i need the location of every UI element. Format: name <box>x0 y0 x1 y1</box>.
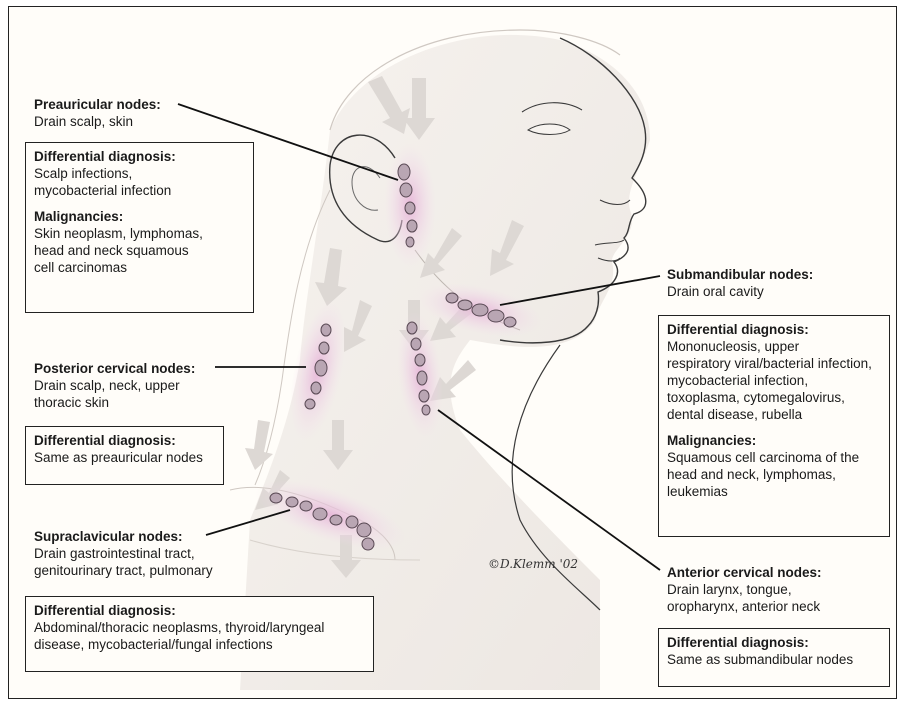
preauricular-malignancies-text: Skin neoplasm, lymphomas, head and neck … <box>34 225 245 276</box>
anterior-cervical-dd-text: Same as submandibular nodes <box>667 651 881 668</box>
anterior-cervical-dd-title: Differential diagnosis: <box>667 634 881 651</box>
posterior-cervical-dd-text: Same as preauricular nodes <box>34 449 215 466</box>
submandibular-title: Submandibular nodes: <box>667 266 813 283</box>
anterior-cervical-label: Anterior cervical nodes: Drain larynx, t… <box>667 564 822 615</box>
preauricular-drain: Drain scalp, skin <box>34 113 161 130</box>
preauricular-malignancies-title: Malignancies: <box>34 208 245 225</box>
posterior-cervical-dd-title: Differential diagnosis: <box>34 432 215 449</box>
submandibular-label: Submandibular nodes: Drain oral cavity <box>667 266 813 300</box>
posterior-cervical-drain: Drain scalp, neck, upper thoracic skin <box>34 377 195 411</box>
artist-signature: ©D.Klemm '02 <box>488 557 578 571</box>
anterior-cervical-title: Anterior cervical nodes: <box>667 564 822 581</box>
supraclavicular-drain: Drain gastrointestinal tract, genitourin… <box>34 545 213 579</box>
supraclavicular-diagnosis-box: Differential diagnosis: Abdominal/thorac… <box>25 596 374 672</box>
posterior-cervical-label: Posterior cervical nodes: Drain scalp, n… <box>34 360 195 411</box>
submandibular-drain: Drain oral cavity <box>667 283 813 300</box>
submandibular-diagnosis-box: Differential diagnosis: Mononucleosis, u… <box>658 315 890 537</box>
posterior-cervical-diagnosis-box: Differential diagnosis: Same as preauric… <box>25 426 224 485</box>
supraclavicular-title: Supraclavicular nodes: <box>34 528 213 545</box>
posterior-cervical-title: Posterior cervical nodes: <box>34 360 195 377</box>
submandibular-dd-text: Mononucleosis, upper respiratory viral/b… <box>667 338 881 423</box>
supraclavicular-label: Supraclavicular nodes: Drain gastrointes… <box>34 528 213 579</box>
supraclavicular-dd-text: Abdominal/thoracic neoplasms, thyroid/la… <box>34 619 365 653</box>
preauricular-diagnosis-box: Differential diagnosis: Scalp infections… <box>25 142 254 313</box>
submandibular-malignancies-title: Malignancies: <box>667 432 881 449</box>
preauricular-title: Preauricular nodes: <box>34 96 161 113</box>
submandibular-dd-title: Differential diagnosis: <box>667 321 881 338</box>
supraclavicular-dd-title: Differential diagnosis: <box>34 602 365 619</box>
anterior-cervical-diagnosis-box: Differential diagnosis: Same as submandi… <box>658 628 890 687</box>
submandibular-malignancies-text: Squamous cell carcinoma of the head and … <box>667 449 881 500</box>
anterior-cervical-drain: Drain larynx, tongue, oropharynx, anteri… <box>667 581 822 615</box>
preauricular-dd-title: Differential diagnosis: <box>34 148 245 165</box>
preauricular-dd-text: Scalp infections, mycobacterial infectio… <box>34 165 245 199</box>
preauricular-label: Preauricular nodes: Drain scalp, skin <box>34 96 161 130</box>
